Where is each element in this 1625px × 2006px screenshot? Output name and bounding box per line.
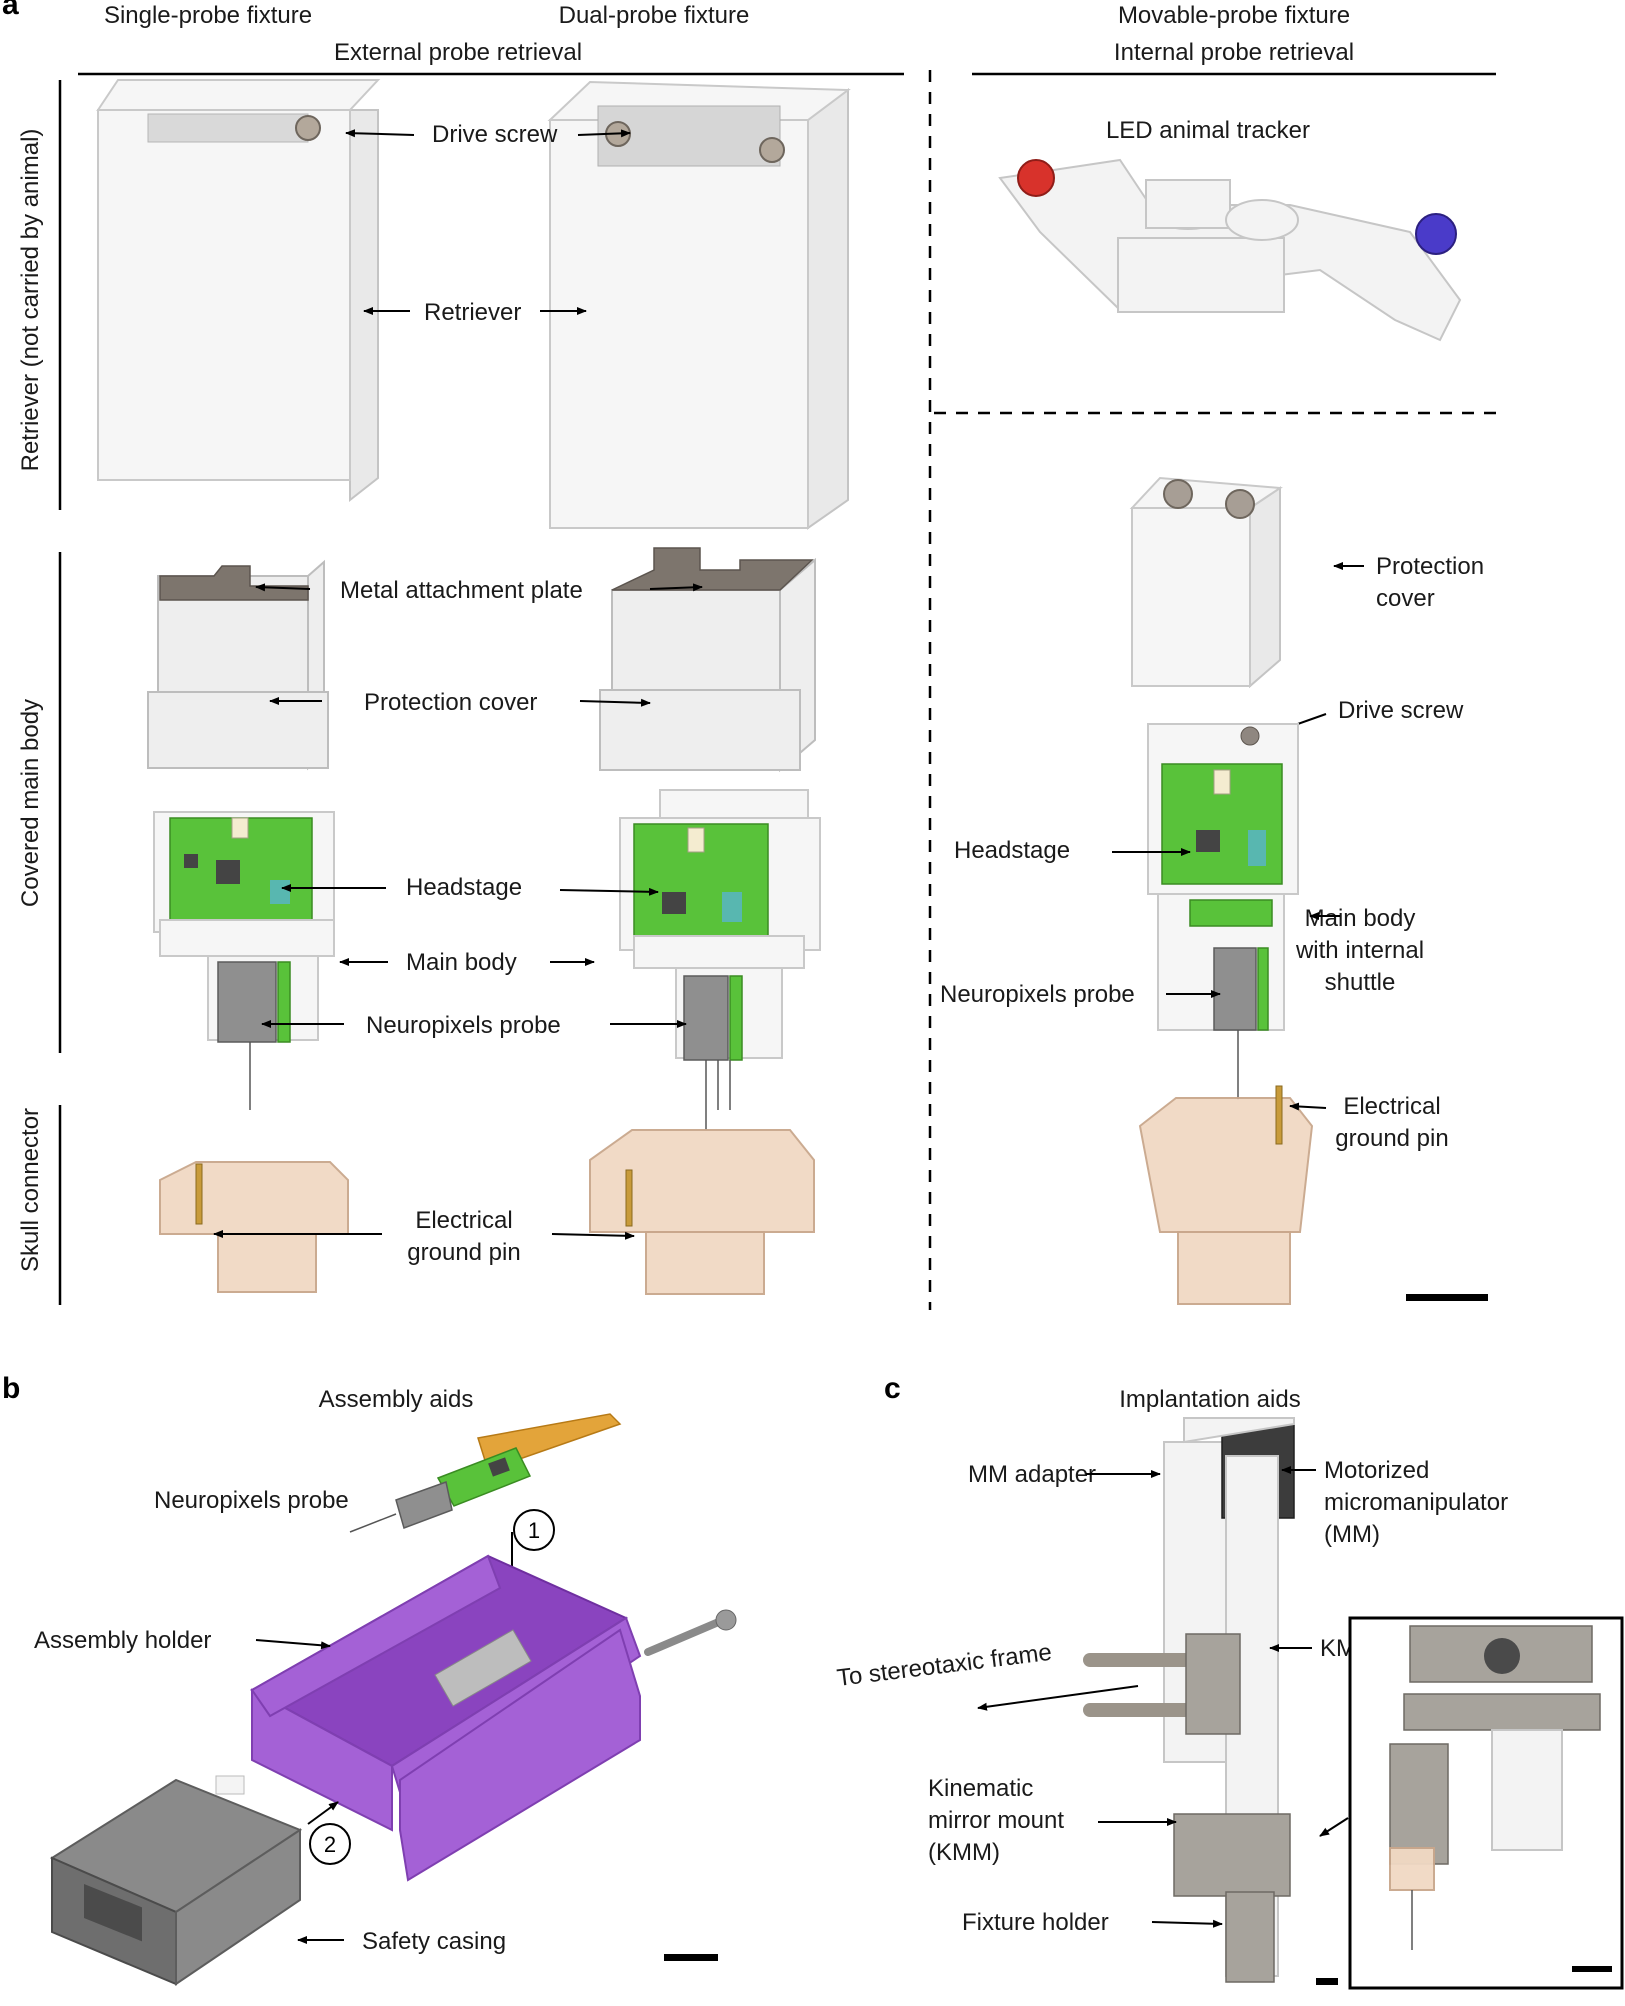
neuropixels-probe-b-illustration <box>349 1413 622 1533</box>
label-kmm-line2: mirror mount <box>928 1807 1064 1834</box>
scale-bar-a <box>1406 1294 1488 1301</box>
panel-label-c: c <box>884 1372 901 1405</box>
main-body-dual-illustration <box>619 789 821 1130</box>
row-label-covered-main-body: Covered main body <box>17 552 62 1053</box>
step-1-number: 1 <box>528 1518 540 1543</box>
label-b-neuropixels-probe: Neuropixels probe <box>154 1487 349 1514</box>
label-neuropixels-probe: Neuropixels probe <box>366 1012 561 1039</box>
arrow-drive-screw-single <box>345 129 415 138</box>
scale-bar-inset <box>1572 1966 1612 1972</box>
header-internal-retrieval: Internal probe retrieval <box>1114 39 1354 66</box>
led-red-icon <box>1017 159 1055 197</box>
label-right-main-line1: Main body <box>1305 905 1416 932</box>
main-body-movable-illustration <box>1147 723 1299 1100</box>
arrow-fixture-holder <box>1151 1919 1223 1928</box>
arrow-right-ground <box>1289 1102 1327 1111</box>
label-right-protection-line1: Protection <box>1376 553 1484 580</box>
led-blue-icon <box>1415 213 1457 255</box>
label-right-ground-line2: ground pin <box>1335 1125 1448 1152</box>
label-right-ground-line1: Electrical <box>1343 1093 1440 1120</box>
arrow-drive-screw-dual <box>577 129 631 138</box>
label-protection-cover: Protection cover <box>364 689 537 716</box>
header-dual-probe: Dual-probe fixture <box>559 2 750 29</box>
arrow-metal-plate-dual <box>649 583 703 592</box>
label-motorized-line1: Motorized <box>1324 1457 1429 1484</box>
retriever-single-illustration <box>96 79 381 503</box>
scale-bar-b <box>664 1954 718 1961</box>
label-retriever: Retriever <box>424 299 521 326</box>
label-safety-casing: Safety casing <box>362 1928 506 1955</box>
main-body-single-illustration <box>153 811 335 1110</box>
label-ground-pin-line2: ground pin <box>407 1239 520 1266</box>
label-kmm-line1: Kinematic <box>928 1775 1033 1802</box>
arrow-assembly-holder <box>255 1639 331 1650</box>
label-fixture-holder: Fixture holder <box>962 1909 1109 1936</box>
label-right-probe: Neuropixels probe <box>940 981 1135 1008</box>
label-right-drive-screw: Drive screw <box>1338 697 1464 724</box>
ground-pin-movable <box>1275 1085 1283 1145</box>
label-assembly-aids: Assembly aids <box>319 1386 474 1413</box>
label-drive-screw: Drive screw <box>432 121 558 148</box>
protection-cover-movable-illustration <box>1129 476 1283 689</box>
step-1-badge <box>513 1509 555 1551</box>
ground-pin-single <box>195 1163 203 1225</box>
svg-text:Covered main body: Covered main body <box>17 699 44 907</box>
label-to-stereotaxic-frame: To stereotaxic frame <box>835 1639 1053 1692</box>
row-label-retriever: Retriever (not carried by animal) <box>17 80 62 510</box>
probe-body-movable <box>1213 947 1257 1031</box>
header-movable-probe: Movable-probe fixture <box>1118 2 1350 29</box>
skull-connector-movable-illustration <box>1138 1085 1314 1305</box>
row-label-skull-connector: Skull connector <box>17 1105 62 1305</box>
label-motorized-line2: micromanipulator <box>1324 1489 1508 1516</box>
retriever-dual-illustration <box>547 80 851 530</box>
scale-bar-c <box>1316 1978 1338 1985</box>
ground-pin-dual <box>625 1169 633 1227</box>
protection-cover-single-illustration <box>147 559 329 771</box>
label-motorized-line3: (MM) <box>1324 1521 1380 1548</box>
assembly-holder-illustration <box>249 1554 737 1882</box>
implantation-rig-illustration <box>1083 1417 1295 1983</box>
label-right-main-line3: shuttle <box>1325 969 1396 996</box>
inset-box <box>1348 1616 1624 1990</box>
step-2-number: 2 <box>324 1832 336 1857</box>
label-right-protection-line2: cover <box>1376 585 1435 612</box>
label-led-animal-tracker: LED animal tracker <box>1106 117 1310 144</box>
header-single-probe: Single-probe fixture <box>104 2 312 29</box>
panel-label-a: a <box>2 0 19 21</box>
label-assembly-holder: Assembly holder <box>34 1627 211 1654</box>
arrow-headstage-dual <box>559 887 659 896</box>
protection-cover-dual-illustration <box>599 547 816 773</box>
header-external-retrieval: External probe retrieval <box>334 39 582 66</box>
arrow-metal-plate-single <box>255 583 311 592</box>
arrow-step-2 <box>307 1801 339 1825</box>
probe-body-dual <box>683 975 729 1061</box>
label-ground-pin-line1: Electrical <box>415 1207 512 1234</box>
svg-text:Retriever (not carried by anim: Retriever (not carried by animal) <box>17 129 44 472</box>
svg-text:Skull connector: Skull connector <box>17 1108 44 1272</box>
step-2-badge <box>309 1823 351 1865</box>
label-kmm-line3: (KMM) <box>928 1839 1000 1866</box>
label-main-body: Main body <box>406 949 517 976</box>
panel-label-b: b <box>2 1372 20 1405</box>
skull-connector-single-illustration <box>159 1161 349 1293</box>
label-mm-adapter: MM adapter <box>968 1461 1096 1488</box>
safety-casing-illustration <box>49 1775 303 1986</box>
label-metal-attachment-plate: Metal attachment plate <box>340 577 583 604</box>
label-headstage: Headstage <box>406 874 522 901</box>
probe-body-single <box>217 961 277 1043</box>
label-implantation-aids: Implantation aids <box>1119 1386 1300 1413</box>
label-right-headstage: Headstage <box>954 837 1070 864</box>
arrow-protection-dual <box>579 698 651 707</box>
arrow-to-stereotaxic <box>977 1685 1139 1711</box>
led-tracker-illustration <box>998 158 1462 342</box>
arrow-ground-pin-dual <box>551 1231 635 1240</box>
skull-connector-dual-illustration <box>589 1129 815 1295</box>
label-right-main-line2: with internal <box>1295 937 1424 964</box>
arrow-inset <box>1319 1817 1349 1837</box>
